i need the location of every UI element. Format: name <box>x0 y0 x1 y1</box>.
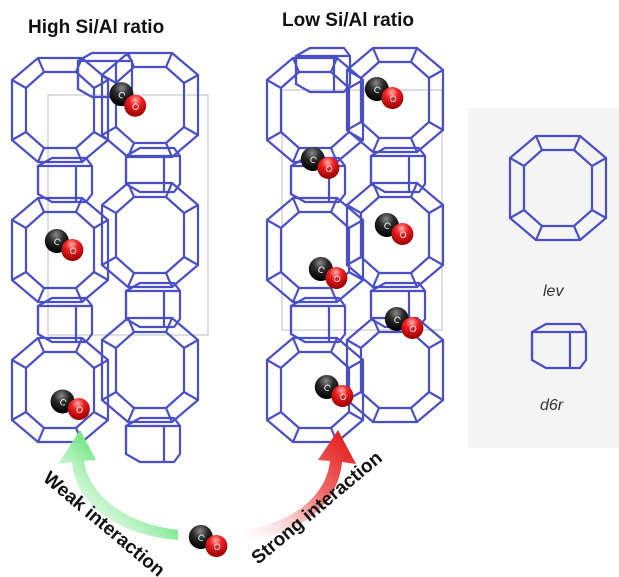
oxygen-label: O <box>407 323 418 335</box>
oxygen-label: O <box>67 245 78 257</box>
co-molecule-right-5: CO <box>384 307 424 339</box>
oxygen-label: O <box>397 229 408 241</box>
co-molecule-left-3: CO <box>50 389 90 421</box>
oxygen-label: O <box>323 163 334 175</box>
carbon-label: C <box>322 382 333 394</box>
carbon-label: C <box>52 236 63 248</box>
strong-interaction-arrow <box>242 430 356 540</box>
oxygen-atom <box>124 94 147 117</box>
co-molecule-right-6: CO <box>314 375 354 407</box>
co-molecule-right-2: CO <box>300 147 340 179</box>
oxygen-atom <box>401 317 424 339</box>
oxygen-label: O <box>74 404 85 416</box>
right-framework <box>265 46 445 444</box>
oxygen-atom <box>317 157 340 179</box>
carbon-label: C <box>316 264 327 276</box>
weak-interaction-label: Weak interaction <box>39 468 169 577</box>
oxygen-label: O <box>130 101 142 113</box>
carbon-label: C <box>382 220 393 232</box>
left-framework <box>10 51 209 464</box>
oxygen-label: O <box>211 541 222 553</box>
oxygen-atom <box>205 535 228 557</box>
oxygen-atom <box>61 239 84 261</box>
oxygen-atom <box>381 87 404 109</box>
d6r-label: d6r <box>540 397 564 414</box>
co-molecule-free: CO <box>188 525 228 557</box>
oxygen-atom <box>67 398 90 421</box>
carbon-label: C <box>392 314 403 326</box>
right-title: Low Si/Al ratio <box>282 10 414 31</box>
co-molecule-left-2: CO <box>44 229 84 261</box>
carbon-label: C <box>196 532 207 544</box>
oxygen-atom <box>325 267 348 289</box>
left-title: High Si/Al ratio <box>28 17 164 38</box>
lev-label: lev <box>543 283 564 300</box>
carbon-label: C <box>58 396 69 408</box>
oxygen-label: O <box>387 93 398 105</box>
oxygen-atom <box>331 385 354 407</box>
weak-interaction-arrow <box>58 430 178 540</box>
co-molecule-right-1: CO <box>364 77 404 109</box>
carbon-label: C <box>372 84 383 96</box>
oxygen-label: O <box>337 391 348 403</box>
co-molecule-right-3: CO <box>374 213 414 245</box>
carbon-label: C <box>308 154 319 166</box>
oxygen-label: O <box>331 273 342 285</box>
co-molecule-left-1: CO <box>109 82 147 117</box>
carbon-label: C <box>116 89 128 101</box>
oxygen-atom <box>391 223 414 245</box>
co-molecule-right-4: CO <box>308 257 348 289</box>
strong-interaction-label: Strong interaction <box>248 448 387 569</box>
